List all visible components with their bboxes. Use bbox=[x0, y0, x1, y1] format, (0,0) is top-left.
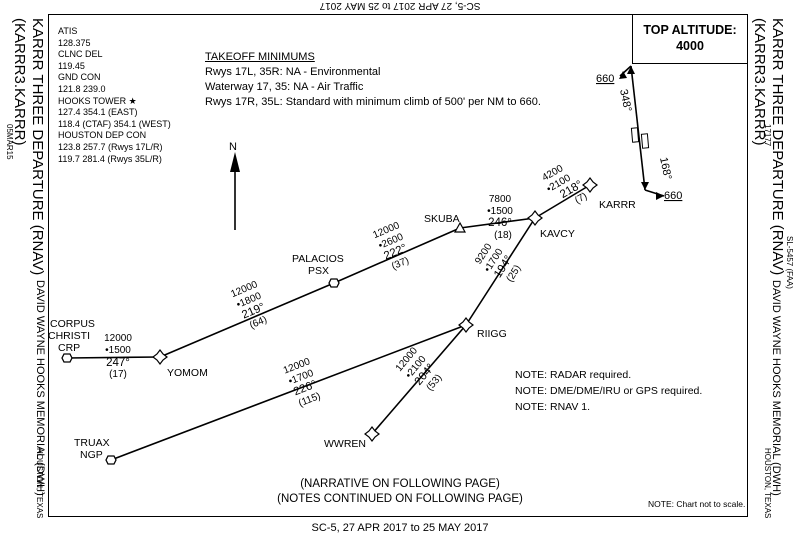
leg-riigg-kavcy bbox=[465, 217, 536, 326]
waypoint-yomom-icon[interactable] bbox=[152, 349, 168, 365]
navaid-crp-icon[interactable] bbox=[61, 353, 73, 363]
leg-min-altitude: •1500 bbox=[105, 345, 131, 356]
leg-label-kavcy-karrr: 4200 •2100 218° (7) bbox=[540, 163, 589, 207]
navaid-psx-icon[interactable] bbox=[328, 278, 340, 288]
leg-label-ngp-riigg: 12000 •1700 226° (115) bbox=[282, 356, 322, 409]
comm-line: 123.8 257.7 (Rwys 17L/R) bbox=[58, 141, 163, 152]
comm-line: HOUSTON DEP CON bbox=[58, 130, 147, 141]
comm-line: 119.7 281.4 (Rwys 35L/R) bbox=[58, 153, 162, 164]
runway-symbol bbox=[630, 127, 640, 143]
holding-altitude-top: 660 bbox=[596, 73, 614, 85]
fix-label-wwren: WWREN bbox=[324, 438, 366, 450]
leg-max-altitude: 12000 bbox=[104, 333, 132, 344]
leg-label-crp-yomom: 12000 •1500 247° (17) bbox=[104, 333, 132, 380]
navaid-ngp-icon[interactable] bbox=[105, 455, 117, 465]
leg-course: 247° bbox=[106, 357, 130, 369]
leg-label-psx-skuba: 12000 •2600 222° (37) bbox=[371, 220, 410, 272]
comm-line: 127.4 354.1 (EAST) bbox=[58, 107, 138, 118]
leg-label-yomom-psx: 12000 •1800 219° (64) bbox=[229, 279, 268, 331]
waypoint-wwren-icon[interactable] bbox=[364, 426, 380, 442]
leg-psx-skuba bbox=[333, 227, 461, 284]
top-altitude-value: 4000 bbox=[676, 39, 704, 53]
leg-yomom-psx bbox=[159, 282, 335, 358]
leg-kavcy-karrr bbox=[534, 184, 591, 219]
chart-frame bbox=[48, 14, 748, 517]
leg-label-skuba-kavcy: 7800 •1500 246° (18) bbox=[487, 194, 513, 241]
takeoff-minimums: TAKEOFF MINIMUMS Rwys 17L, 35R: NA - Env… bbox=[205, 50, 541, 110]
fix-label-yomom: YOMOM bbox=[167, 367, 208, 379]
leg-label-riigg-kavcy: 9200 •1700 194° (25) bbox=[473, 241, 523, 284]
communications-panel: ATIS 128.375 CLNC DEL 119.45 GND CON 121… bbox=[58, 26, 171, 165]
fix-label-corpus: CORPUS bbox=[50, 318, 95, 330]
leg-crp-yomom bbox=[66, 356, 161, 359]
takeoff-minimums-heading: TAKEOFF MINIMUMS bbox=[205, 51, 315, 63]
notes-block: NOTE: RADAR required. NOTE: DME/DME/IRU … bbox=[515, 367, 702, 415]
comm-line: GND CON bbox=[58, 72, 101, 83]
leg-distance: (18) bbox=[494, 230, 512, 241]
takeoff-line: Rwys 17R, 35L: Standard with minimum cli… bbox=[205, 96, 541, 108]
leg-distance: (17) bbox=[109, 369, 127, 380]
north-label: N bbox=[229, 141, 237, 153]
leg-label-wwren-riigg: 12000 •2100 204° (53) bbox=[394, 345, 445, 393]
comm-line: CLNC DEL bbox=[58, 49, 103, 60]
comm-line: ATIS bbox=[58, 26, 78, 36]
note-line: NOTE: DME/DME/IRU or GPS required. bbox=[515, 385, 703, 397]
leg-course: 246° bbox=[488, 217, 512, 229]
top-altitude-box: TOP ALTITUDE: 4000 bbox=[632, 14, 748, 64]
comm-line: 119.45 bbox=[58, 60, 85, 71]
waypoint-kavcy-icon[interactable] bbox=[527, 210, 543, 226]
note-line: NOTE: RADAR required. bbox=[515, 369, 632, 381]
comm-line: 121.8 239.0 bbox=[58, 83, 106, 94]
bottom-date-caption: SC-5, 27 APR 2017 to 25 MAY 2017 bbox=[311, 522, 489, 534]
holding-outbound-course: 168° bbox=[657, 156, 673, 181]
fix-label-kavcy: KAVCY bbox=[540, 228, 575, 240]
fix-label-truax: TRUAX bbox=[74, 437, 110, 449]
leader-arrow-bottom bbox=[656, 192, 664, 200]
fix-label-skuba: SKUBA bbox=[424, 213, 460, 225]
comm-line: HOOKS TOWER ★ bbox=[58, 95, 137, 106]
waypoint-riigg-icon[interactable] bbox=[458, 317, 474, 333]
leader-arrow-top bbox=[619, 71, 627, 79]
narrative-reference: (NARRATIVE ON FOLLOWING PAGE) (NOTES CON… bbox=[200, 477, 600, 507]
comm-line: 128.375 bbox=[58, 37, 91, 48]
fix-label-crp: CRP bbox=[58, 342, 80, 354]
holding-inbound-course: 348° bbox=[617, 88, 633, 113]
scale-note: NOTE: Chart not to scale. bbox=[648, 499, 746, 509]
runway-symbol bbox=[640, 133, 650, 149]
leg-min-altitude: •1500 bbox=[487, 206, 513, 217]
leg-riigg-wwren bbox=[371, 324, 467, 435]
leg-ngp-riigg bbox=[110, 324, 467, 461]
fix-label-riigg: RIIGG bbox=[477, 328, 507, 340]
fix-label-ngp: NGP bbox=[80, 449, 103, 461]
holding-arrow-down bbox=[641, 182, 649, 190]
top-altitude-label: TOP ALTITUDE: bbox=[643, 23, 737, 37]
narrative-line: (NOTES CONTINUED ON FOLLOWING PAGE) bbox=[277, 493, 523, 505]
fix-label-karrr: KARRR bbox=[599, 199, 636, 211]
holding-pattern-line bbox=[630, 65, 646, 191]
fix-label-psx: PSX bbox=[308, 265, 329, 277]
holding-altitude-bottom: 660 bbox=[664, 190, 682, 202]
note-line: NOTE: RNAV 1. bbox=[515, 401, 591, 413]
waypoint-karrr-icon[interactable] bbox=[582, 177, 598, 193]
leg-max-altitude: 7800 bbox=[489, 194, 512, 205]
leg-distance: (7) bbox=[573, 191, 589, 207]
fix-label-palacios: PALACIOS bbox=[292, 253, 344, 265]
north-arrow-head bbox=[230, 152, 240, 172]
holding-arrow-up bbox=[627, 66, 635, 74]
takeoff-line: Rwys 17L, 35R: NA - Environmental bbox=[205, 66, 381, 78]
takeoff-line: Waterway 17, 35: NA - Air Traffic bbox=[205, 81, 364, 93]
narrative-line: (NARRATIVE ON FOLLOWING PAGE) bbox=[300, 478, 500, 490]
leg-skuba-kavcy bbox=[459, 217, 536, 229]
fix-label-christi: CHRISTI bbox=[48, 330, 90, 342]
comm-line: 118.4 (CTAF) 354.1 (WEST) bbox=[58, 118, 171, 129]
waypoint-skuba-icon[interactable] bbox=[453, 221, 467, 233]
